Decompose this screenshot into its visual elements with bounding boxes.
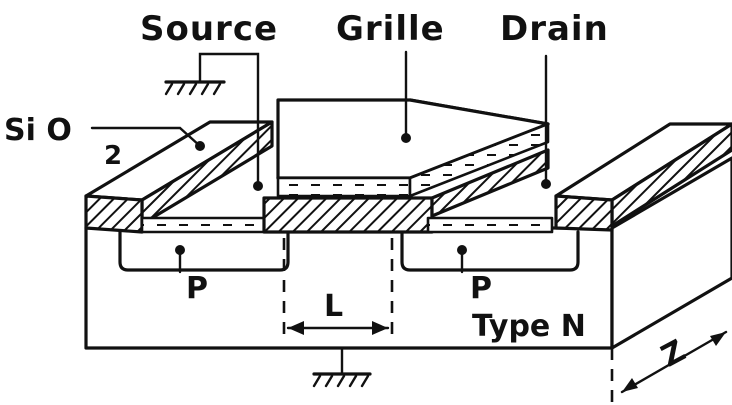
length-dimension <box>282 238 394 340</box>
oxide-left <box>84 120 274 234</box>
p-left-label: P <box>186 271 208 306</box>
drain-region <box>426 216 554 234</box>
source-region <box>140 216 270 234</box>
length-label: L <box>324 289 343 324</box>
p-well-left <box>118 230 290 272</box>
oxide-right <box>554 122 732 232</box>
source-leader-line <box>198 52 260 188</box>
gate-label: Grille <box>336 9 445 49</box>
ground-symbol-source <box>164 80 226 96</box>
substrate-label: Type N <box>472 309 586 344</box>
gate-stack <box>262 98 550 234</box>
oxide-subscript: 2 <box>104 141 122 171</box>
source-label: Source <box>140 9 278 49</box>
drain-label: Drain <box>500 9 609 49</box>
width-dimension <box>620 330 728 394</box>
ground-symbol-substrate <box>312 346 372 388</box>
oxide-leader-line <box>90 126 202 148</box>
p-right-label: P <box>470 271 492 306</box>
oxide-label: Si O <box>4 113 72 148</box>
p-well-right <box>400 230 580 272</box>
substrate-block <box>84 156 732 405</box>
